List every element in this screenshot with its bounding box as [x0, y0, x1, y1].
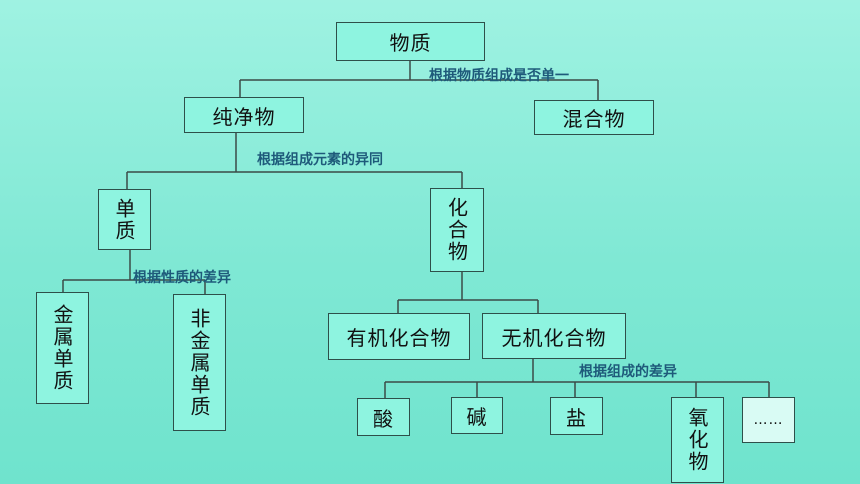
node-acid-label: 酸	[373, 406, 394, 431]
node-salt: 盐	[550, 397, 603, 435]
node-oxide: 氧化物	[671, 397, 724, 483]
node-nonmetal-label: 非金属单质	[187, 307, 211, 418]
label-by-properties: 根据性质的差异	[133, 270, 231, 286]
node-nonmetal: 非金属单质	[173, 294, 226, 431]
node-inorganic: 无机化合物	[482, 313, 626, 359]
node-matter-label: 物质	[389, 31, 432, 55]
node-etc-label: ……	[753, 412, 784, 428]
node-mixture-label: 混合物	[562, 107, 626, 131]
node-compound-label: 化合物	[444, 197, 469, 263]
node-matter: 物质	[336, 22, 485, 61]
node-element-label: 单质	[112, 197, 136, 242]
label-by-composition-diff: 根据组成的差异	[579, 364, 677, 380]
node-pure-label: 纯净物	[212, 104, 276, 129]
node-organic-label: 有机化合物	[346, 326, 452, 350]
node-base-label: 碱	[466, 405, 488, 429]
label-by-elements: 根据组成元素的异同	[257, 152, 383, 168]
node-salt-label: 盐	[566, 405, 587, 430]
node-acid: 酸	[357, 398, 410, 436]
node-base: 碱	[451, 397, 503, 434]
node-inorganic-label: 无机化合物	[501, 325, 607, 350]
node-mixture: 混合物	[534, 100, 654, 135]
node-compound: 化合物	[430, 188, 484, 272]
node-pure: 纯净物	[184, 97, 304, 133]
node-element: 单质	[98, 189, 151, 250]
node-etc: ……	[742, 397, 795, 443]
node-metal: 金属单质	[36, 292, 89, 404]
node-metal-label: 金属单质	[50, 304, 74, 392]
label-by-composition-single: 根据物质组成是否单一	[429, 68, 569, 84]
node-oxide-label: 氧化物	[685, 407, 709, 473]
node-organic: 有机化合物	[328, 313, 470, 360]
